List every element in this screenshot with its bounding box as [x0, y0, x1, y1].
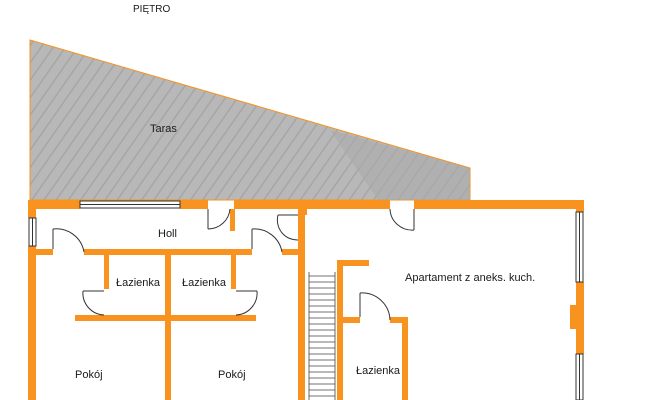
- floor-title: PIĘTRO: [133, 4, 170, 15]
- staircase: [308, 272, 336, 400]
- wall-left-1: [28, 200, 36, 218]
- door-pokoj-left: [52, 228, 85, 253]
- wall-hall-3: [282, 249, 304, 255]
- wall-hall-1: [36, 249, 53, 255]
- wall-top-3: [234, 200, 390, 209]
- label-lazienka-mid: Łazienka: [182, 277, 227, 289]
- wall-left-2: [28, 246, 36, 400]
- door-apartment-terrace: [389, 208, 415, 231]
- label-lazienka-right: Łazienka: [356, 365, 401, 377]
- door-lazienka-left: [82, 290, 105, 316]
- label-taras: Taras: [150, 123, 177, 135]
- wall-stair-top: [298, 209, 307, 215]
- wall-bath-left-v: [104, 255, 109, 289]
- wall-stair-left: [298, 209, 305, 400]
- door-pokoj-mid: [251, 228, 283, 253]
- wall-hall-2: [84, 249, 252, 255]
- walls: [28, 200, 584, 400]
- label-holl: Holl: [158, 228, 177, 240]
- wall-right-1: [576, 200, 584, 212]
- wall-bath-bottom: [75, 315, 256, 321]
- wall-top-4: [414, 200, 584, 209]
- doors: [52, 208, 415, 321]
- door-terrace-left: [207, 208, 231, 230]
- label-apartment: Apartament z aneks. kuch.: [405, 272, 535, 284]
- wall-hall-door: [230, 209, 235, 231]
- door-lazienka-right: [359, 292, 391, 321]
- wall-bath-right-v: [231, 255, 236, 289]
- label-lazienka-left: Łazienka: [116, 277, 161, 289]
- door-lazienka-mid: [235, 290, 258, 316]
- wall-rbath-right: [402, 317, 408, 400]
- wall-top-2: [180, 200, 208, 209]
- wall-stair-cap: [337, 260, 369, 266]
- wall-stair-right: [337, 260, 343, 400]
- wall-rbath-top2: [390, 317, 407, 323]
- wall-top-1: [28, 200, 80, 209]
- label-pokoj-mid: Pokój: [218, 369, 246, 381]
- wall-bath-mid-v: [165, 255, 171, 400]
- wall-rbath-top: [343, 317, 360, 323]
- wall-right-2: [576, 282, 584, 354]
- label-pokoj-left: Pokój: [75, 369, 103, 381]
- room-labels: Taras Holl Łazienka Łazienka Apartament …: [75, 123, 535, 381]
- door-corridor-top: [276, 214, 299, 241]
- terrace-shade: [330, 130, 470, 200]
- wall-right-notch: [570, 305, 578, 329]
- windows: [28, 200, 584, 400]
